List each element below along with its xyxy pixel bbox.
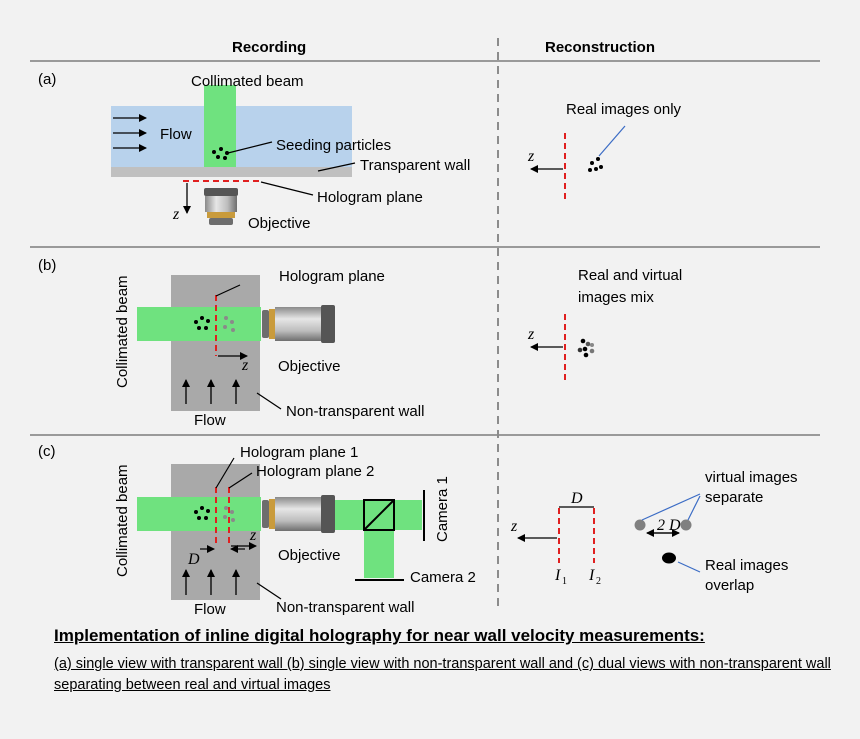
recon-b-z: z — [527, 326, 535, 343]
particles-real — [194, 316, 210, 330]
collimated-beam — [137, 497, 261, 531]
flow-label: Flow — [194, 412, 226, 429]
flow-label: Flow — [194, 601, 226, 618]
objective-label: Objective — [278, 547, 341, 564]
objective-lens-icon — [204, 188, 238, 225]
beam-label: Collimated beam — [114, 464, 131, 577]
particles-virtual — [223, 506, 235, 522]
z-axis-label: z — [241, 357, 249, 374]
recon-b-label-2: images mix — [578, 289, 654, 306]
recon-c-d: D — [570, 490, 583, 507]
virtual-image-left — [634, 519, 646, 531]
two-d-label: 2 D — [657, 517, 681, 534]
particles-real — [194, 506, 210, 520]
real-image-overlap — [662, 552, 676, 564]
hologram-label: Hologram plane — [317, 189, 423, 206]
beam-splitter-icon — [363, 499, 395, 531]
recon-a-real-images — [588, 157, 603, 172]
recon-b-mixed-images — [577, 338, 595, 358]
recon-c-i1: I — [554, 567, 561, 584]
flow-arrows — [182, 379, 240, 404]
header-reconstruction: Reconstruction — [545, 39, 655, 56]
virtual-label-2: separate — [705, 489, 763, 506]
recon-b-label-1: Real and virtual — [578, 267, 682, 284]
collimated-beam — [137, 307, 261, 341]
objective-label: Objective — [248, 215, 311, 232]
flow-label: Flow — [160, 126, 192, 143]
recon-c-i2: I — [588, 567, 595, 584]
beam-to-camera-2 — [364, 530, 394, 578]
recon-a-z: z — [527, 148, 535, 165]
caption-title: Implementation of inline digital hologra… — [54, 626, 705, 645]
wall-label: Non-transparent wall — [286, 403, 424, 420]
flow-arrows — [113, 114, 147, 152]
camera-2-label: Camera 2 — [410, 569, 476, 586]
seeding-particles — [212, 147, 229, 160]
recon-c-z: z — [510, 518, 518, 535]
panel-a-tag: (a) — [38, 71, 56, 88]
z-axis-label: z — [172, 206, 180, 223]
panel-c: (c) Collimated beam Hologram plane 1 Hol… — [38, 443, 798, 618]
real-label-2: overlap — [705, 577, 754, 594]
collimated-beam — [204, 85, 236, 167]
hologram-label: Hologram plane — [279, 268, 385, 285]
hologram-2-label: Hologram plane 2 — [256, 463, 374, 480]
z-axis-label: z — [249, 527, 257, 544]
transparent-wall — [111, 167, 352, 177]
seeding-label: Seeding particles — [276, 137, 391, 154]
frame — [30, 38, 820, 612]
objective-label: Objective — [278, 358, 341, 375]
objective-lens-icon — [262, 495, 335, 533]
flow-arrows — [182, 569, 240, 595]
virtual-image-right — [680, 519, 692, 531]
particles-virtual — [223, 316, 235, 332]
beam-label: Collimated beam — [191, 73, 304, 90]
caption-body: (a) single view with transparent wall (b… — [54, 656, 831, 693]
beam-label: Collimated beam — [114, 275, 131, 388]
hologram-1-label: Hologram plane 1 — [240, 444, 358, 461]
d-label: D — [187, 551, 200, 568]
panel-c-tag: (c) — [38, 443, 56, 460]
panel-b: (b) Collimated beam Hologram plane z Obj… — [38, 257, 682, 429]
panel-a: (a) Collimated beam Flow Seeding particl… — [38, 71, 682, 232]
real-label-1: Real images — [705, 557, 788, 574]
header-recording: Recording — [232, 39, 306, 56]
recon-a-label: Real images only — [566, 101, 682, 118]
camera-1-label: Camera 1 — [434, 476, 451, 542]
wall-label: Non-transparent wall — [276, 599, 414, 616]
objective-lens-icon — [262, 305, 335, 343]
panel-b-tag: (b) — [38, 257, 56, 274]
recon-c-i2-sub: 2 — [596, 576, 601, 587]
wall-label: Transparent wall — [360, 157, 470, 174]
virtual-label-1: virtual images — [705, 469, 798, 486]
recon-c-i1-sub: 1 — [562, 576, 567, 587]
